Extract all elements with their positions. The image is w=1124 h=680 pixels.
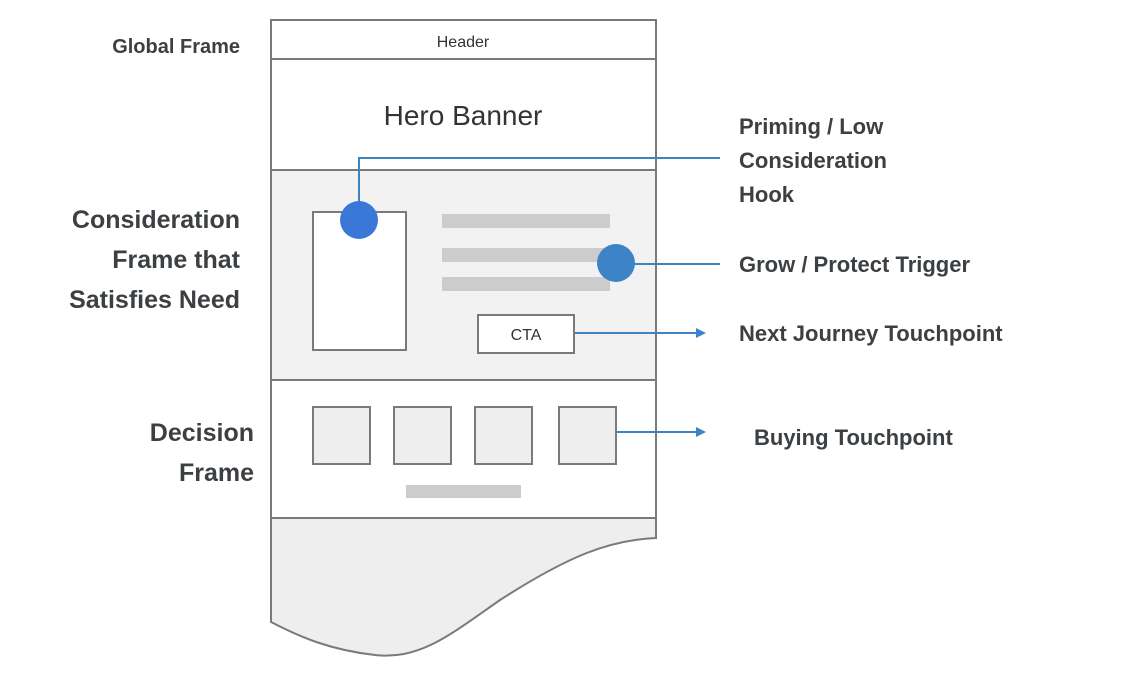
callout-priming-line-2: Consideration — [739, 148, 887, 173]
label-decision-line-1: Decision — [150, 419, 254, 447]
label-consideration-line-1: Consideration — [72, 206, 240, 234]
connector-priming-hook — [340, 157, 720, 239]
callout-next-journey-line: Next Journey Touchpoint — [739, 321, 1003, 346]
callout-grow-protect: Grow / Protect Trigger — [739, 252, 970, 277]
callout-grow-protect-line: Grow / Protect Trigger — [739, 252, 970, 277]
image-placeholder — [312, 211, 407, 351]
label-decision-line-2: Frame — [179, 459, 254, 487]
header-label: Header — [437, 34, 490, 51]
grow-protect-marker — [597, 244, 635, 282]
callout-buying-line: Buying Touchpoint — [754, 425, 953, 450]
callout-next-journey: Next Journey Touchpoint — [739, 321, 1003, 346]
product-tile-2 — [393, 406, 452, 465]
product-tile-1 — [312, 406, 371, 465]
label-consideration-line-2: Frame that — [112, 246, 240, 274]
callout-buying: Buying Touchpoint — [754, 425, 953, 450]
label-consideration-line-3: Satisfies Need — [69, 286, 240, 314]
priming-hook-marker — [340, 201, 378, 239]
text-placeholder-bar-3 — [442, 277, 610, 291]
priming-hook-line — [358, 157, 720, 219]
label-global-frame: Global Frame — [112, 36, 240, 58]
label-decision-frame: Decision Frame — [150, 419, 254, 487]
callout-priming-hook: Priming / Low Consideration Hook — [739, 114, 887, 207]
text-placeholder-bar-1 — [442, 214, 610, 228]
product-tile-3 — [474, 406, 533, 465]
cta-label: CTA — [511, 327, 542, 344]
connector-grow-protect — [597, 244, 720, 282]
callout-priming-line-3: Hook — [739, 182, 795, 207]
hero-banner-section — [270, 58, 657, 171]
hero-banner-label: Hero Banner — [384, 100, 543, 131]
text-placeholder-bar-2 — [442, 248, 610, 262]
cta-button[interactable] — [477, 314, 575, 354]
callout-priming-line-1: Priming / Low — [739, 114, 884, 139]
wireframe-page: Header Hero Banner CTA — [270, 19, 657, 657]
product-tile-4 — [558, 406, 617, 465]
label-consideration-frame: Consideration Frame that Satisfies Need — [69, 206, 241, 314]
header-section — [270, 19, 657, 60]
page-tail-torn-edge — [270, 517, 657, 657]
pagination-placeholder-bar — [406, 485, 521, 498]
label-global-frame-line: Global Frame — [112, 36, 240, 58]
